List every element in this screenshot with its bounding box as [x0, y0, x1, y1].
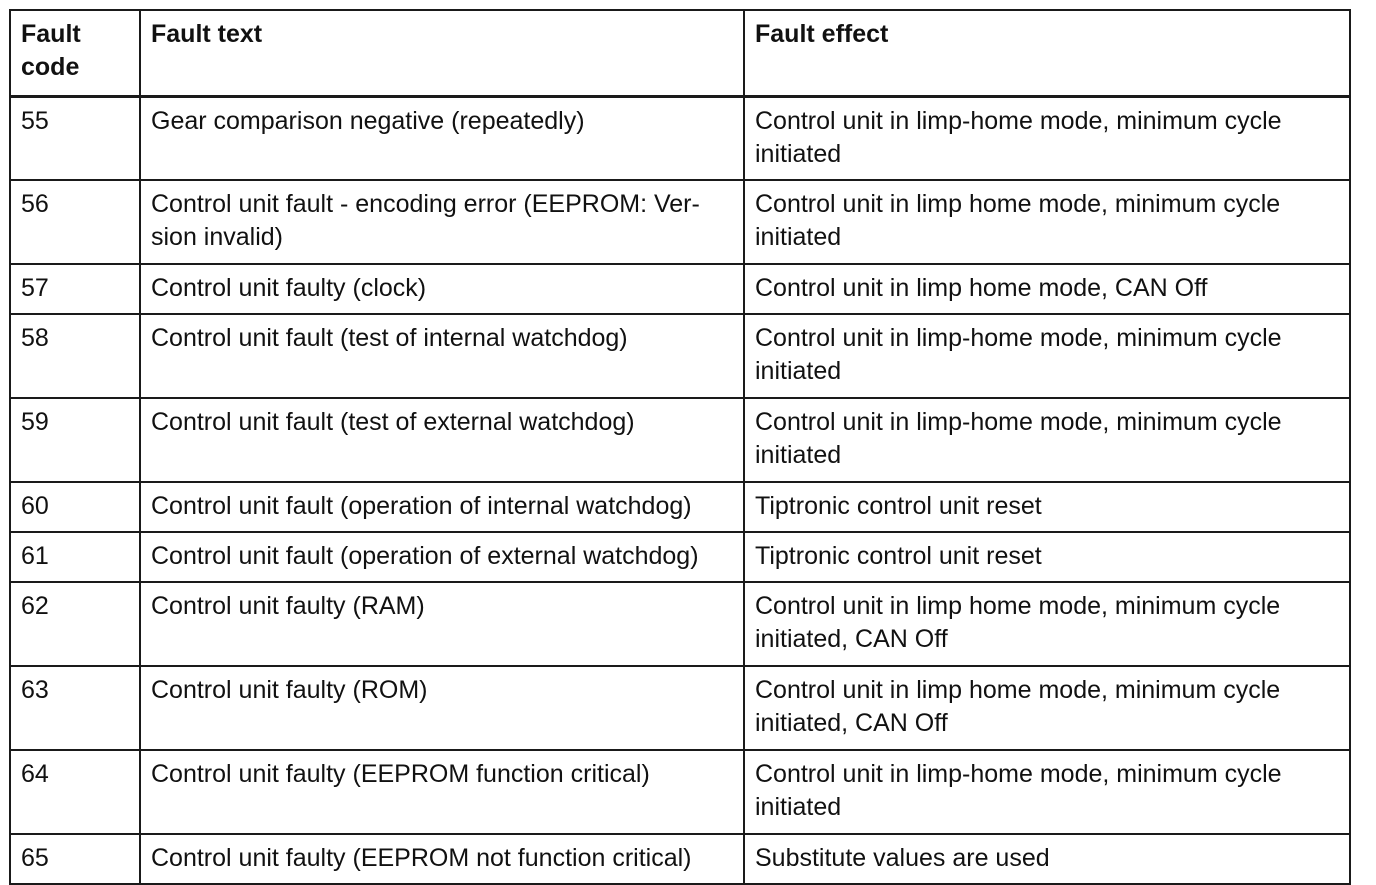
fault-code-cell: 63	[9, 665, 141, 751]
header-fault-effect: Fault effect	[743, 9, 1351, 98]
fault-code-table: Fault code Fault text Fault effect 55 Gea…	[9, 9, 1351, 885]
table-row: 55 Gear comparison negative (repeatedly)…	[9, 95, 1351, 181]
header-row: Fault code Fault text Fault effect	[9, 9, 1351, 98]
fault-code-cell: 56	[9, 179, 141, 265]
fault-effect-cell: Control unit in limp home mode, CAN Off	[743, 263, 1351, 315]
fault-text-cell: Control unit fault (operation of interna…	[139, 481, 745, 533]
fault-code-cell: 59	[9, 397, 141, 483]
header-fault-code: Fault code	[9, 9, 141, 98]
header-fault-code-line2: code	[21, 53, 80, 81]
fault-effect-cell: Control unit in limp-home mode, minimum …	[743, 95, 1351, 181]
fault-text-cell: Gear comparison negative (repeatedly)	[139, 95, 745, 181]
fault-text-cell: Control unit faulty (EEPROM not function…	[139, 833, 745, 885]
fault-code-cell: 61	[9, 531, 141, 583]
table-row: 62 Control unit faulty (RAM) Control uni…	[9, 581, 1351, 667]
fault-effect-cell: Control unit in limp-home mode, minimum …	[743, 313, 1351, 399]
table-row: 60 Control unit fault (operation of inte…	[9, 481, 1351, 533]
table-row: 63 Control unit faulty (ROM) Control uni…	[9, 665, 1351, 751]
fault-text-cell: Control unit faulty (clock)	[139, 263, 745, 315]
fault-code-cell: 65	[9, 833, 141, 885]
table-row: 59 Control unit fault (test of external …	[9, 397, 1351, 483]
fault-text-cell: Control unit fault (test of internal wat…	[139, 313, 745, 399]
fault-code-cell: 55	[9, 95, 141, 181]
fault-code-cell: 57	[9, 263, 141, 315]
fault-effect-cell: Control unit in limp home mode, minimum …	[743, 665, 1351, 751]
fault-effect-cell: Tiptronic control unit reset	[743, 481, 1351, 533]
table-row: 65 Control unit faulty (EEPROM not funct…	[9, 833, 1351, 885]
table-row: 58 Control unit fault (test of internal …	[9, 313, 1351, 399]
fault-text-cell: Control unit fault - encoding error (EEP…	[139, 179, 745, 265]
fault-effect-cell: Tiptronic control unit reset	[743, 531, 1351, 583]
fault-text-cell: Control unit faulty (RAM)	[139, 581, 745, 667]
fault-text-cell: Control unit faulty (EEPROM function cri…	[139, 749, 745, 835]
fault-code-cell: 64	[9, 749, 141, 835]
fault-effect-cell: Control unit in limp-home mode, minimum …	[743, 397, 1351, 483]
fault-code-cell: 58	[9, 313, 141, 399]
fault-text-cell: Control unit fault (test of external wat…	[139, 397, 745, 483]
fault-effect-cell: Control unit in limp-home mode, minimum …	[743, 749, 1351, 835]
fault-code-cell: 60	[9, 481, 141, 533]
table-row: 64 Control unit faulty (EEPROM function …	[9, 749, 1351, 835]
fault-effect-cell: Control unit in limp home mode, minimum …	[743, 179, 1351, 265]
fault-code-cell: 62	[9, 581, 141, 667]
header-fault-code-line1: Fault	[21, 20, 81, 48]
fault-text-cell: Control unit fault (operation of externa…	[139, 531, 745, 583]
fault-effect-cell: Substitute values are used	[743, 833, 1351, 885]
table-row: 61 Control unit fault (operation of exte…	[9, 531, 1351, 583]
fault-effect-cell: Control unit in limp home mode, minimum …	[743, 581, 1351, 667]
table-row: 57 Control unit faulty (clock) Control u…	[9, 263, 1351, 315]
fault-text-cell: Control unit faulty (ROM)	[139, 665, 745, 751]
header-fault-text: Fault text	[139, 9, 745, 98]
table-row: 56 Control unit fault - encoding error (…	[9, 179, 1351, 265]
